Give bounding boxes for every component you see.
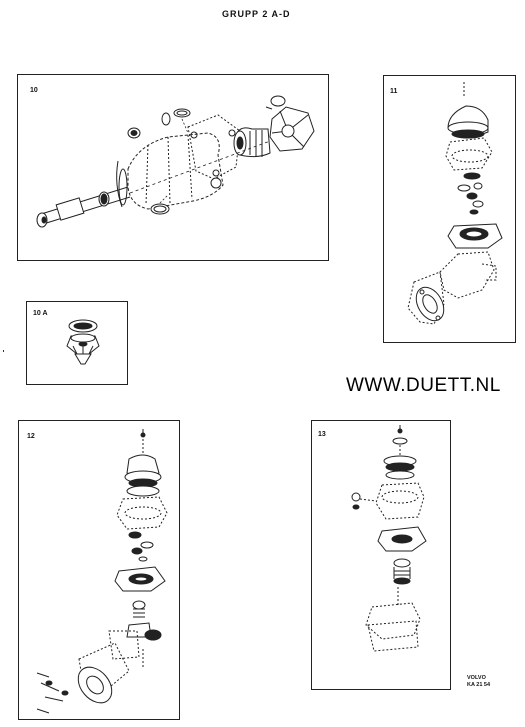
brand-name: VOLVO: [467, 675, 486, 681]
water-pump-variant-exploded-drawing: [36, 429, 168, 714]
panel-number: 13: [318, 431, 326, 438]
panel-number: 10: [30, 87, 38, 94]
publisher-brand: VOLVO KA 21 54: [467, 675, 507, 689]
thermostat-housing-exploded-drawing: [407, 82, 503, 325]
website-url: WWW.DUETT.NL: [346, 375, 501, 396]
panel-13: 13: [311, 420, 451, 690]
panel-10a: 10 A: [26, 301, 128, 385]
thermostat-variant-exploded-drawing: [351, 425, 427, 652]
panel-10: 10: [17, 74, 329, 261]
page-title: GRUPP 2 A-D: [222, 9, 291, 19]
water-pump-exploded-drawing: [36, 95, 315, 228]
impeller-assembly-drawing: [66, 319, 100, 365]
panel-11: 11: [383, 75, 516, 343]
panel-number: 11: [390, 88, 398, 95]
drawing-code: KA 21 54: [467, 682, 491, 688]
panel-12: 12: [18, 420, 180, 720]
panel-number: 12: [27, 433, 35, 440]
panel-number: 10 A: [33, 310, 48, 317]
edge-mark: [3, 350, 4, 352]
